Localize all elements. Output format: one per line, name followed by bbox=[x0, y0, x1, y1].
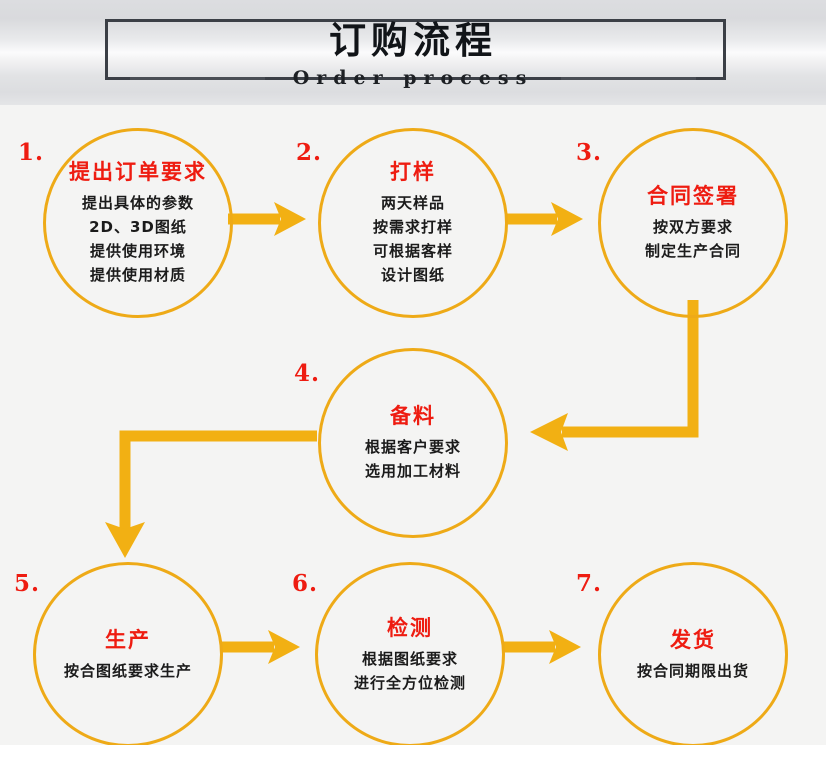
flow-node-body-4: 根据客户要求 选用加工材料 bbox=[365, 435, 461, 483]
step-number-1: 1. bbox=[18, 139, 45, 166]
flow-node-line: 根据图纸要求 bbox=[361, 649, 458, 668]
arrow-step5-to-step6 bbox=[222, 630, 300, 664]
bottom-white-strip bbox=[0, 745, 826, 767]
subtitle-rule-left bbox=[129, 76, 265, 80]
flow-node-title-4: 备料 bbox=[390, 404, 436, 428]
subtitle-rule-right bbox=[561, 76, 697, 80]
flow-node-line: 提供使用环境 bbox=[89, 242, 186, 260]
flow-node-step-5[interactable]: 生产 按合图纸要求生产 bbox=[33, 562, 223, 747]
flow-node-step-7[interactable]: 发货 按合同期限出货 bbox=[598, 562, 788, 747]
flow-node-step-2[interactable]: 打样 两天样品 按需求打样 可根据客样 设计图纸 bbox=[318, 128, 508, 318]
flow-node-title-7: 发货 bbox=[670, 627, 716, 652]
flow-node-line: 可根据客样 bbox=[372, 242, 453, 260]
flow-node-line: 制定生产合同 bbox=[644, 242, 741, 260]
header-banner: 订购流程 Order process bbox=[0, 0, 826, 105]
flow-node-line: 按合同期限出货 bbox=[636, 661, 749, 680]
flow-node-body-6: 根据图纸要求 进行全方位检测 bbox=[354, 647, 466, 695]
flow-node-line: 按合图纸要求生产 bbox=[63, 661, 192, 680]
flow-node-step-4[interactable]: 备料 根据客户要求 选用加工材料 bbox=[318, 348, 508, 538]
step-number-3: 3. bbox=[576, 139, 603, 166]
flow-node-line: 按需求打样 bbox=[372, 218, 453, 236]
arrow-step4-to-step5 bbox=[105, 430, 317, 558]
flow-node-title-3: 合同签署 bbox=[647, 184, 739, 208]
flow-node-line: 提供使用材质 bbox=[89, 266, 186, 284]
flow-node-body-7: 按合同期限出货 bbox=[637, 659, 749, 683]
flow-node-body-5: 按合图纸要求生产 bbox=[64, 659, 192, 683]
arrow-step3-to-step4 bbox=[530, 300, 699, 451]
step-number-6: 6. bbox=[292, 570, 319, 597]
flow-node-line: 选用加工材料 bbox=[364, 462, 461, 480]
arrow-step1-to-step2 bbox=[228, 202, 306, 236]
subtitle-row: Order process bbox=[0, 63, 826, 93]
flow-node-line: 进行全方位检测 bbox=[353, 673, 466, 692]
flow-node-title-6: 检测 bbox=[387, 615, 433, 640]
arrow-step2-to-step3 bbox=[505, 202, 583, 236]
flow-node-title-5: 生产 bbox=[105, 627, 151, 652]
step-number-5: 5. bbox=[14, 570, 41, 597]
flow-node-step-3[interactable]: 合同签署 按双方要求 制定生产合同 bbox=[598, 128, 788, 318]
flow-node-line: 提出具体的参数 bbox=[81, 194, 194, 212]
flow-node-line: 设计图纸 bbox=[380, 266, 445, 284]
flow-node-body-3: 按双方要求 制定生产合同 bbox=[645, 215, 741, 263]
flow-node-title-1: 提出订单要求 bbox=[69, 160, 207, 184]
flow-node-title-2: 打样 bbox=[390, 160, 436, 184]
page-subtitle: Order process bbox=[292, 67, 534, 89]
arrow-step6-to-step7 bbox=[503, 630, 581, 664]
step-number-7: 7. bbox=[576, 570, 603, 597]
flow-node-step-1[interactable]: 提出订单要求 提出具体的参数 2D、3D图纸 提供使用环境 提供使用材质 bbox=[43, 128, 233, 318]
flow-node-body-1: 提出具体的参数 2D、3D图纸 提供使用环境 提供使用材质 bbox=[82, 191, 194, 287]
flow-node-line: 两天样品 bbox=[380, 194, 445, 212]
flow-node-body-2: 两天样品 按需求打样 可根据客样 设计图纸 bbox=[373, 191, 453, 287]
title-frame bbox=[105, 19, 726, 80]
step-number-4: 4. bbox=[294, 360, 321, 387]
flow-node-line: 2D、3D图纸 bbox=[89, 218, 187, 236]
flow-node-step-6[interactable]: 检测 根据图纸要求 进行全方位检测 bbox=[315, 562, 505, 747]
page-title: 订购流程 bbox=[329, 19, 497, 62]
flow-node-line: 按双方要求 bbox=[652, 218, 733, 236]
flow-node-line: 根据客户要求 bbox=[364, 438, 461, 456]
step-number-2: 2. bbox=[296, 139, 323, 166]
